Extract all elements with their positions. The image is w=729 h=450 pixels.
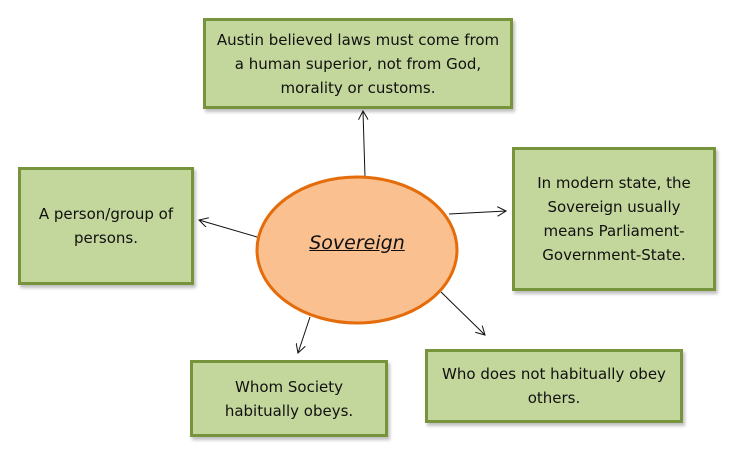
arrow-to-bottom-left — [298, 316, 311, 353]
node-bottom-left: Whom Society habitually obeys. — [190, 360, 388, 437]
arrow-to-left — [199, 220, 258, 238]
arrow-to-top — [363, 111, 365, 178]
node-bottom-right: Who does not habitually obey others. — [425, 349, 683, 423]
sovereign-ellipse — [255, 175, 459, 325]
node-top: Austin believed laws must come from a hu… — [203, 18, 513, 109]
arrow-to-bottom-right — [440, 291, 485, 335]
center-label: Sovereign — [309, 232, 405, 254]
node-left: A person/group of persons. — [18, 167, 194, 285]
arrow-to-right — [448, 211, 506, 214]
node-right: In modern state, the Sovereign usually m… — [512, 147, 716, 291]
